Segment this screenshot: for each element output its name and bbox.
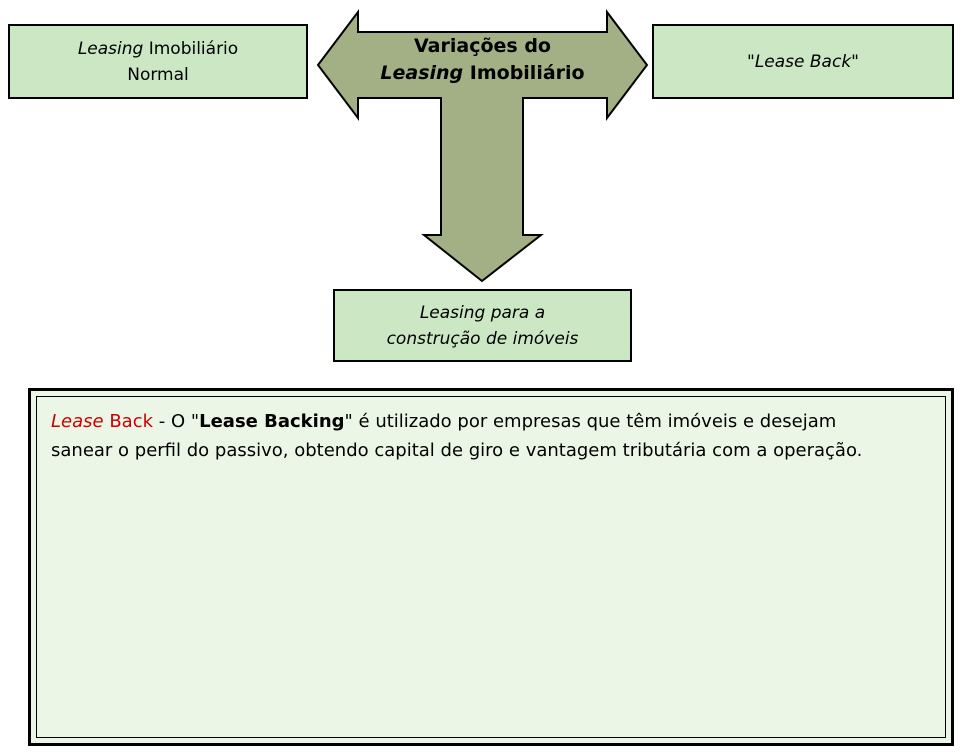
lease-red-italic: Lease xyxy=(51,411,110,432)
diagram-title-rest: Imobiliário xyxy=(463,62,585,84)
box-label-line: construção de imóveis xyxy=(386,328,579,349)
description-panel: Lease Back - O "Lease Backing" é utiliza… xyxy=(28,388,954,746)
box-label-line: Normal xyxy=(127,64,189,85)
box-lease-back: "Lease Back" xyxy=(652,24,954,99)
diagram-title: Variações do Leasing Imobiliário xyxy=(315,33,650,87)
description-text: Lease Back - O "Lease Backing" é utiliza… xyxy=(51,407,891,465)
description-panel-inner: Lease Back - O "Lease Backing" é utiliza… xyxy=(36,396,946,738)
box-label-rest: Imobiliário xyxy=(143,38,239,59)
lease-backing-bold: Lease Backing xyxy=(199,411,345,432)
diagram-title-line2: Leasing Imobiliário xyxy=(315,60,650,87)
back-red: Back xyxy=(109,411,159,432)
description-plain-1: - O " xyxy=(158,411,200,432)
arrow-shape xyxy=(316,9,649,283)
box-label-italic: Leasing xyxy=(77,38,144,59)
box-label-line: "Lease Back" xyxy=(747,51,859,72)
diagram-title-italic: Leasing xyxy=(380,62,464,84)
three-way-arrow xyxy=(316,9,649,283)
diagram-title-line1: Variações do xyxy=(414,35,551,57)
box-leasing-construcao: Leasing para a construção de imóveis xyxy=(333,289,632,362)
box-leasing-imobiliario-normal: Leasing Imobiliário Normal xyxy=(8,24,308,99)
description-plain-2: " é utilizado por empresas que têm imóve… xyxy=(51,411,863,461)
box-label-line: Leasing Imobiliário xyxy=(78,36,238,62)
box-label-line: Leasing para a xyxy=(419,302,546,323)
